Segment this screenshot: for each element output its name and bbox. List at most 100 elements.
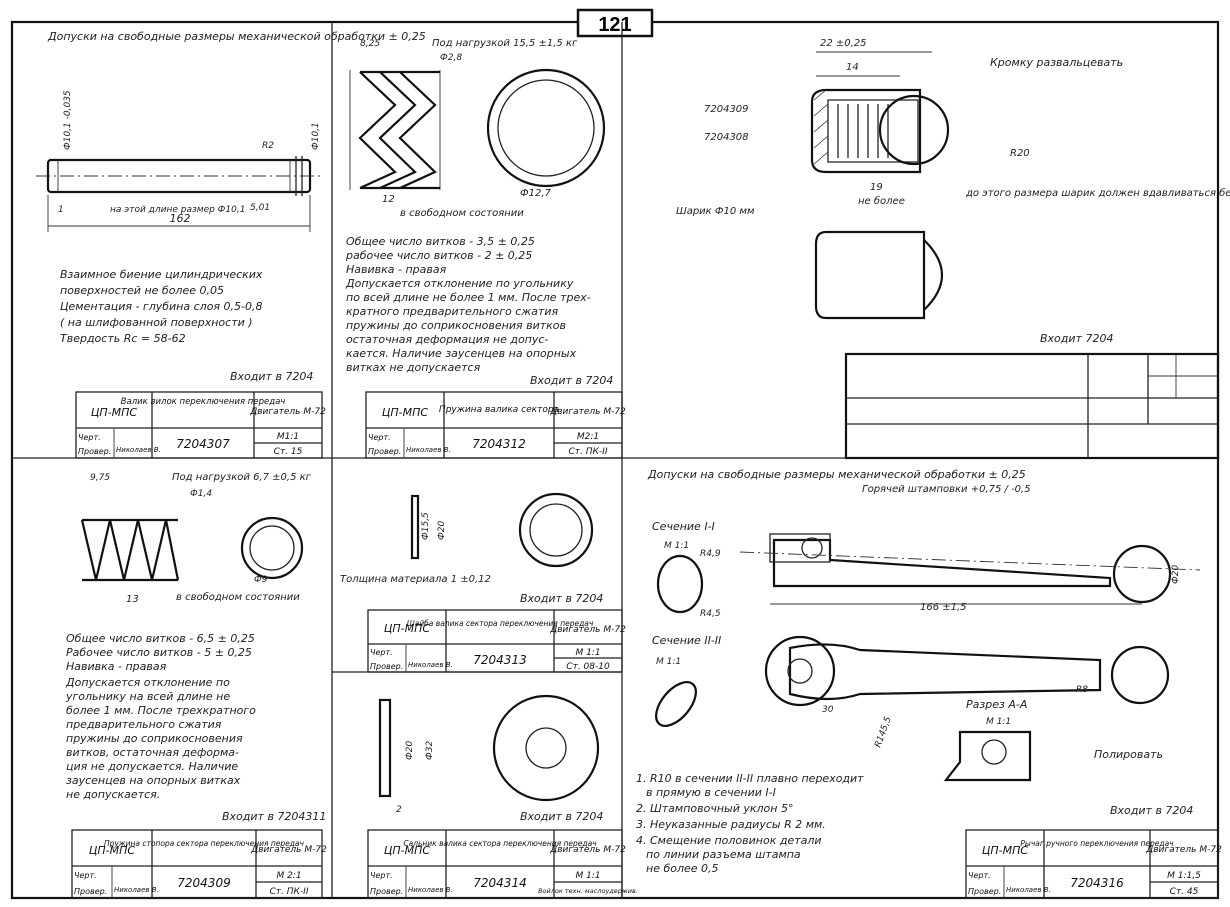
svg-text:7204309: 7204309 xyxy=(177,876,230,890)
spring2-pitch: 9,75 xyxy=(90,473,110,483)
svg-text:Валик вилок переключения перед: Валик вилок переключения передач xyxy=(121,397,286,407)
stopper-ball-label: Шарик Ф10 мм xyxy=(676,206,755,217)
spring1-wire: Ф2,8 xyxy=(440,53,462,63)
lever-r: R145,5 xyxy=(873,715,893,749)
svg-text:Двигатель М-72: Двигатель М-72 xyxy=(250,845,327,855)
lever-section3-shape xyxy=(943,730,1032,782)
lever-ball-side xyxy=(1112,544,1172,604)
washer2-t: 2 xyxy=(396,805,402,815)
svg-text:Николаев В.: Николаев В. xyxy=(408,661,453,669)
svg-text:М1:1: М1:1 xyxy=(277,432,299,442)
stopper-part1: 7204309 xyxy=(704,104,749,115)
washer2-d1: Ф20 xyxy=(405,741,415,760)
lever-ball-top xyxy=(1110,645,1170,705)
spring2-wire: Ф1,4 xyxy=(190,489,212,499)
lever-section3: Разрез А-А xyxy=(966,698,1027,711)
svg-text:Николаев В.: Николаев В. xyxy=(408,886,453,894)
spring1-load: Под нагрузкой 15,5 ±1,5 кг xyxy=(432,38,578,49)
svg-text:Ст. 45: Ст. 45 xyxy=(1170,887,1199,897)
svg-text:Черт.: Черт. xyxy=(78,433,101,442)
washer1-title-block: ЦП-МПС Шайба валика сектора переключения… xyxy=(367,609,626,673)
shaft-length: 162 xyxy=(170,212,191,225)
svg-text:7204307: 7204307 xyxy=(176,437,230,451)
stopper-exterior xyxy=(814,230,926,320)
washer1-thickness: Толщина материала 1 ±0,12 xyxy=(340,574,491,585)
svg-text:ЦП-МПС: ЦП-МПС xyxy=(89,844,136,857)
svg-text:ЦП-МПС: ЦП-МПС xyxy=(384,622,431,635)
lever-d-end: Ф20 xyxy=(1171,565,1181,584)
lever-section2-scale: М 1:1 xyxy=(656,657,681,667)
stopper-part2: 7204308 xyxy=(704,132,749,143)
spring1-title-block: ЦП-МПС Пружина валика сектора Двигатель … xyxy=(365,391,626,459)
spring1-coils xyxy=(358,70,440,190)
svg-text:Войлок техн. маслоудержив.: Войлок техн. маслоудержив. xyxy=(538,887,638,895)
svg-text:Черт.: Черт. xyxy=(968,871,991,880)
lever-notes: 1. R10 в сечении II-II плавно переходит … xyxy=(636,772,867,875)
svg-text:Николаев В.: Николаев В. xyxy=(406,446,451,454)
lever-width: 30 xyxy=(822,705,834,715)
stopper-note-flare: Кромку развальцевать xyxy=(990,56,1123,69)
shaft-dim-1: 1 xyxy=(58,205,64,215)
stopper-enters: Входит 7204 xyxy=(1040,332,1113,345)
spring2-panel: 9,75 Под нагрузкой 6,7 ±0,5 кг Ф1,4 13 Ф… xyxy=(65,472,327,899)
washer2-d2: Ф32 xyxy=(425,741,435,760)
svg-text:7204314: 7204314 xyxy=(473,876,526,890)
svg-text:Черт.: Черт. xyxy=(368,433,391,442)
washer1-d1: Ф15,5 xyxy=(421,512,431,540)
lever-section1-shape xyxy=(656,554,704,614)
svg-text:Двигатель М-72: Двигатель М-72 xyxy=(549,625,626,635)
spring1-state: в свободном состоянии xyxy=(400,207,524,219)
spring1-end-inner xyxy=(497,79,595,177)
spring1-panel: Под нагрузкой 15,5 ±1,5 кг 8,25 Ф2,8 12 … xyxy=(345,38,626,459)
spring2-title-block: ЦП-МПС Пружина стопора сектора переключе… xyxy=(71,829,327,899)
svg-text:Сальник валика сектора переклю: Сальник валика сектора переключения пере… xyxy=(403,839,597,848)
stopper-len3-note: не более xyxy=(858,195,905,207)
washer2-section xyxy=(378,698,392,798)
washer1-outer xyxy=(518,492,594,568)
lever-section2: Сечение II-II xyxy=(652,634,721,647)
svg-text:ЦП-МПС: ЦП-МПС xyxy=(382,406,429,419)
spring2-state: в свободном состоянии xyxy=(176,591,300,603)
svg-text:ЦП-МПС: ЦП-МПС xyxy=(384,844,431,857)
shaft-heading: Допуски на свободные размеры механическо… xyxy=(47,30,426,43)
stopper-r: R20 xyxy=(1010,148,1030,159)
svg-text:Провер.: Провер. xyxy=(370,662,403,671)
shaft-dim-d1: Ф10,1 -0,035 xyxy=(63,90,73,150)
shaft-dim-d2: Ф10,1 xyxy=(311,122,321,150)
lever-panel: Допуски на свободные размеры механическо… xyxy=(636,468,1222,899)
washer2-title-block: ЦП-МПС Сальник валика сектора переключен… xyxy=(367,829,638,899)
spring2-end-outer xyxy=(240,516,304,580)
washer1-inner xyxy=(529,503,583,557)
lever-boss-top xyxy=(764,635,836,707)
svg-text:Николаев В.: Николаев В. xyxy=(1006,886,1051,894)
lever-top-body xyxy=(788,643,1102,701)
stopper-len: 22 ±0,25 xyxy=(820,38,867,49)
svg-text:Николаев В.: Николаев В. xyxy=(114,886,159,894)
spring1-pitch: 8,25 xyxy=(360,39,380,49)
svg-text:М 2:1: М 2:1 xyxy=(276,871,301,881)
svg-text:Двигатель М-72: Двигатель М-72 xyxy=(249,407,326,417)
spring1-len: 12 xyxy=(382,194,395,205)
washer1-panel: Ф15,5 Ф20 Толщина материала 1 ±0,12 Вход… xyxy=(340,492,626,673)
svg-text:Двигатель М-72: Двигатель М-72 xyxy=(549,407,626,417)
lever-polish: Полировать xyxy=(1094,748,1163,761)
spring2-enters: Входит в 7204311 xyxy=(222,810,326,823)
spring2-load: Под нагрузкой 6,7 ±0,5 кг xyxy=(172,472,312,483)
svg-text:Пружина стопора сектора перекл: Пружина стопора сектора переключения пер… xyxy=(104,839,305,848)
svg-text:Провер.: Провер. xyxy=(370,887,403,896)
washer1-enters: Входит в 7204 xyxy=(520,592,603,605)
washer2-outer xyxy=(492,694,600,802)
svg-text:М2:1: М2:1 xyxy=(577,432,599,442)
shaft-panel: Допуски на свободные размеры механическо… xyxy=(36,30,426,459)
svg-text:Ст. ПК-II: Ст. ПК-II xyxy=(270,887,309,897)
svg-text:Черт.: Черт. xyxy=(74,871,97,880)
spring1-enters: Входит в 7204 xyxy=(530,374,613,387)
stopper-cup xyxy=(810,88,922,174)
spring1-outer: Ф12,7 xyxy=(520,188,552,199)
lever-section1-scale: М 1:1 xyxy=(664,541,689,551)
spring2-notes: Общее число витков - 6,5 ± 0,25 Рабочее … xyxy=(65,632,259,801)
stopper-hatch xyxy=(813,89,829,165)
lever-side-body xyxy=(772,538,1112,588)
lever-heading2: Горячей штамповки +0,75 / -0,5 xyxy=(862,484,1031,495)
